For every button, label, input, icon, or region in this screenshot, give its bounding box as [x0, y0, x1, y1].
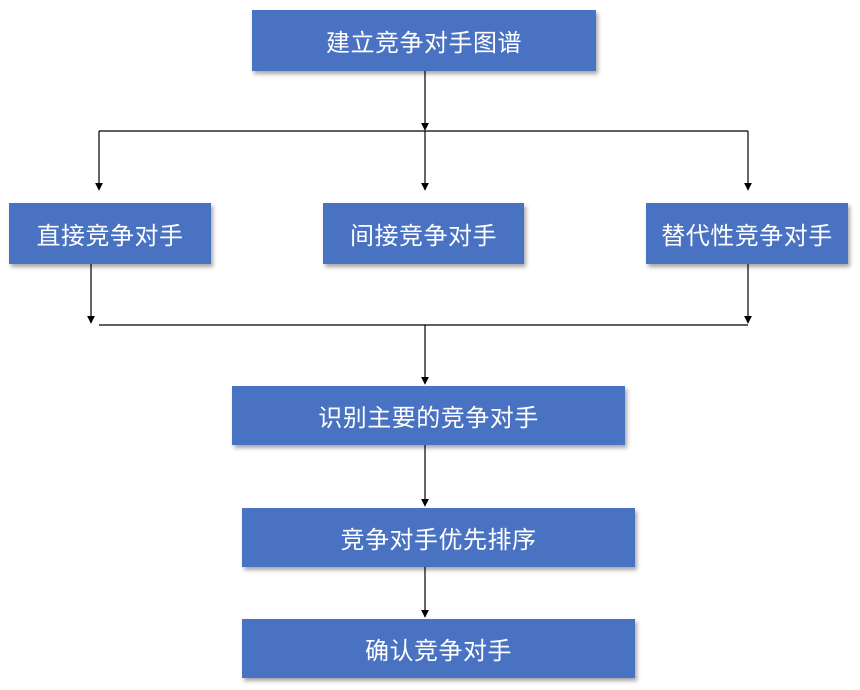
node-direct-competitors: 直接竞争对手 — [9, 203, 211, 264]
node-indirect-competitors: 间接竞争对手 — [323, 203, 524, 264]
node-build-competitor-map: 建立竞争对手图谱 — [252, 10, 596, 71]
node-confirm-competitors: 确认竞争对手 — [242, 619, 635, 678]
node-prioritize-competitors: 竞争对手优先排序 — [242, 508, 635, 567]
node-identify-main-competitors: 识别主要的竞争对手 — [232, 386, 625, 445]
node-substitute-competitors: 替代性竞争对手 — [646, 203, 848, 264]
